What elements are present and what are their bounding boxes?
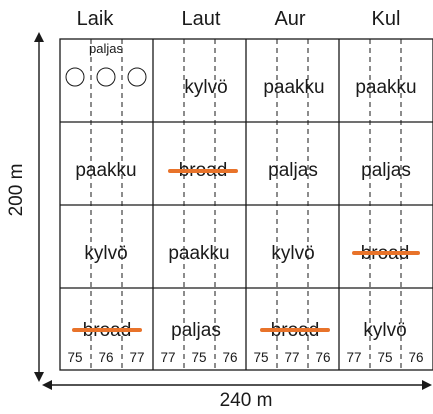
strip-number: 77 [160,350,175,365]
plot-label: paakku [263,77,324,98]
strip-numbers: 75 76 77 77 75 76 75 77 76 77 75 76 [67,350,423,365]
plot-label: kylvö [184,77,227,98]
dimension-arrows [34,32,432,390]
plot-label: paljas [89,41,123,56]
strike-marks [72,169,420,332]
plot-label: kylvö [271,243,314,264]
strip-number: 76 [408,350,423,365]
sample-circle [127,67,147,87]
plot-label: paljas [361,160,411,181]
vertical-dimension-label: 200 m [6,164,27,217]
strip-number: 77 [284,350,299,365]
plot-label: paljas [268,160,318,181]
horizontal-dimension-label: 240 m [220,390,273,411]
strip-number: 77 [346,350,361,365]
subplot-dividers [90,39,402,370]
plot-label: paakku [75,160,136,181]
plot-label: paakku [355,77,416,98]
plot-label: paljas [171,320,221,341]
strip-number: 75 [191,350,206,365]
strip-number: 75 [253,350,268,365]
plot-label: paakku [168,243,229,264]
strip-number: 76 [315,350,330,365]
sample-circle [96,67,116,87]
strip-number: 76 [222,350,237,365]
column-header-laik: Laik [77,8,115,30]
column-header-kul: Kul [372,8,401,30]
plot-label: kylvö [363,320,406,341]
column-header-aur: Aur [274,8,305,30]
column-header-laut: Laut [182,8,221,30]
strip-number: 75 [67,350,82,365]
plot-label: kylvö [84,243,127,264]
plot-labels: paljas kylvö paakku paakku paakku broad … [65,41,417,341]
column-headers: Laik Laut Aur Kul [77,8,401,30]
strip-number: 75 [377,350,392,365]
strip-number: 76 [98,350,113,365]
sample-circle [65,67,85,87]
strip-number: 77 [129,350,144,365]
